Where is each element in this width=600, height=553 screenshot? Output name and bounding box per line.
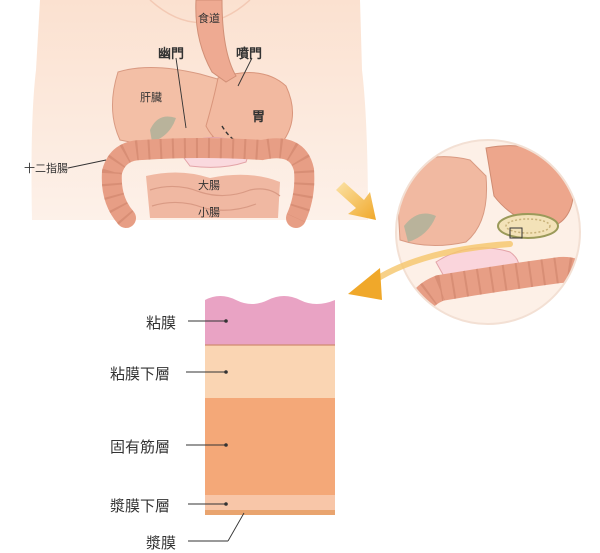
magnified-view (395, 139, 581, 325)
zoom-arrow-2 (348, 241, 513, 300)
wall-layers (205, 296, 335, 515)
label-stomach: 胃 (252, 110, 266, 125)
large-intestine-haustra (101, 138, 315, 225)
label-muscularis: 固有筋層 (110, 438, 171, 456)
label-serosa: 漿膜 (146, 534, 177, 552)
layer-subserosa (205, 495, 335, 512)
label-subserosa: 漿膜下層 (110, 497, 171, 515)
label-liver: 肝臟 (140, 91, 162, 104)
section-ring (497, 213, 559, 239)
layer-mucosa (205, 296, 335, 345)
magnified-gallbladder (404, 213, 436, 242)
label-pylorus: 幽門 (158, 47, 185, 62)
torso-pointer-lines (67, 57, 253, 169)
section-marker (509, 227, 523, 239)
gallbladder-shape (150, 116, 176, 142)
layer-dots (224, 319, 228, 506)
layer-leaders (186, 320, 245, 542)
label-mucosa: 粘膜 (146, 314, 177, 332)
layer-serosa (205, 510, 335, 515)
label-esophagus: 食道 (198, 12, 220, 25)
layer-muscularis (205, 398, 335, 495)
section-ring-inner (505, 218, 551, 234)
label-duodenum: 十二指腸 (24, 162, 68, 175)
label-large-intestine: 大腸 (198, 179, 220, 192)
esophagus-shape (195, 0, 237, 83)
torso-illustration (31, 0, 368, 228)
label-small-intestine: 小腸 (198, 206, 220, 219)
label-cardia: 噴門 (236, 47, 263, 62)
label-submucosa: 粘膜下層 (110, 365, 171, 383)
magnified-circle-border (395, 139, 581, 325)
small-intestine-loops (149, 185, 281, 211)
zoom-arrow-1 (336, 182, 376, 220)
